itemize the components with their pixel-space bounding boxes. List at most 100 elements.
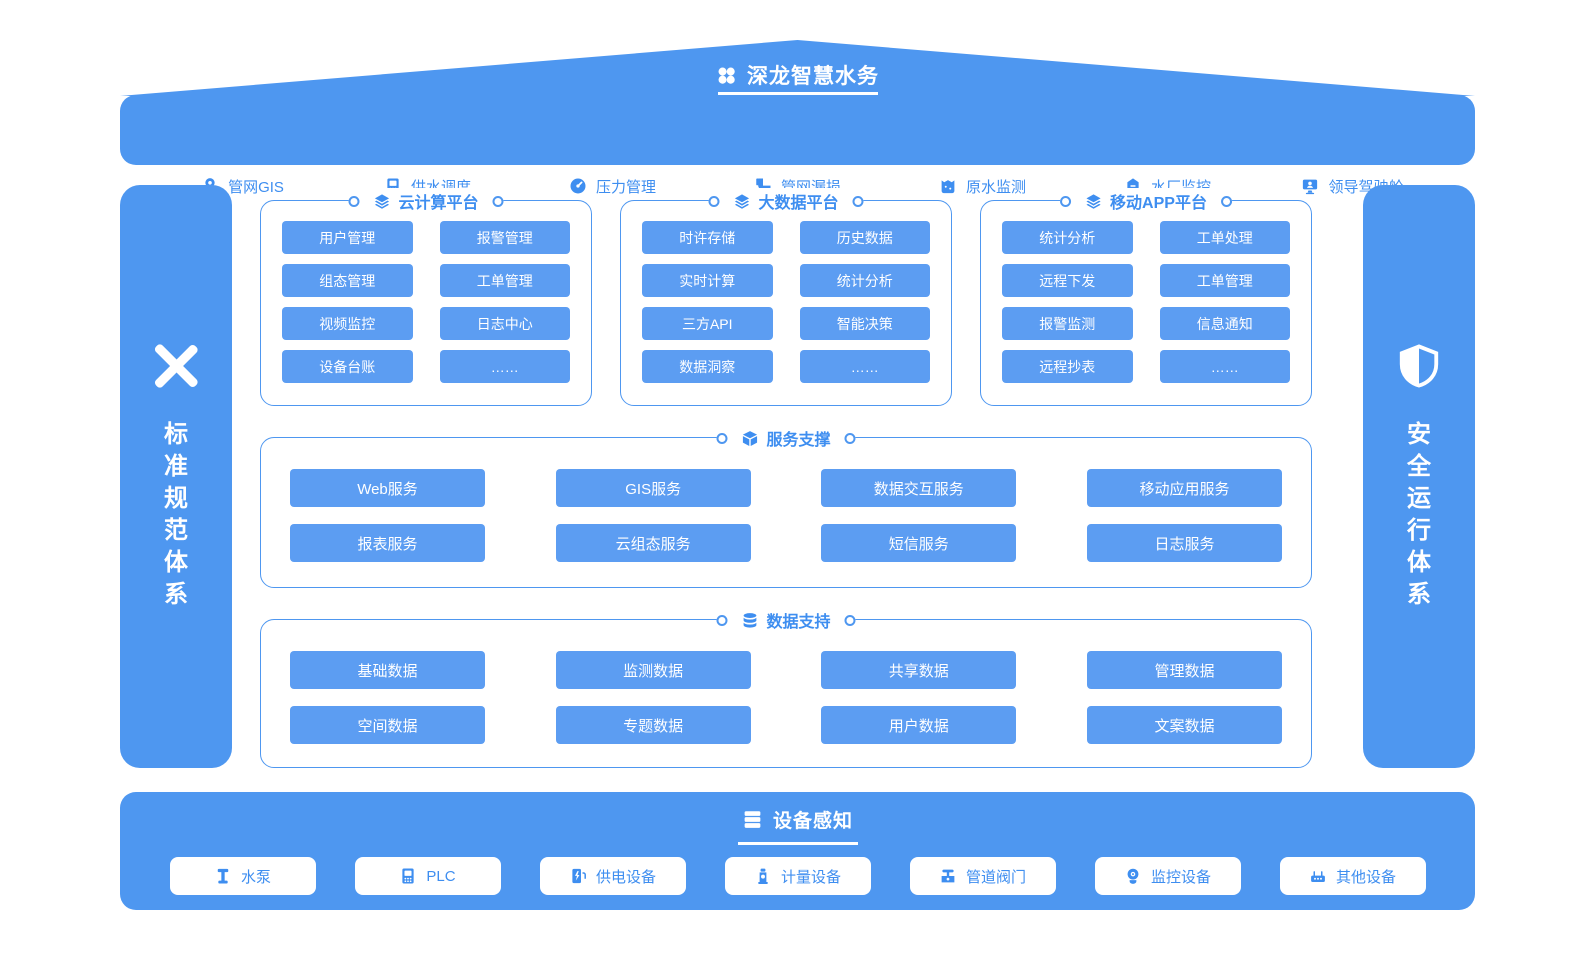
service-item-log-service[interactable]: 日志服务	[1086, 524, 1282, 562]
layers-icon	[1085, 193, 1102, 210]
device-button-pipe-valve[interactable]: 管道阀门	[909, 857, 1056, 895]
platform-item-realtime-computing[interactable]: 实时计算	[642, 264, 773, 297]
title-underline	[717, 92, 878, 95]
valve-icon	[939, 867, 957, 885]
device-button-power-supply[interactable]: 供电设备	[539, 857, 686, 895]
service-item-sms-service[interactable]: 短信服务	[821, 524, 1017, 562]
platform-item-scada-config[interactable]: 组态管理	[282, 264, 413, 297]
platform-item-user-management[interactable]: 用户管理	[282, 221, 413, 254]
title-underline	[737, 842, 858, 845]
section-title: 移动APP平台	[1110, 195, 1207, 212]
platform-item-history-data[interactable]: 历史数据	[799, 221, 930, 254]
platform-item-alarm-management[interactable]: 报警管理	[439, 221, 570, 254]
database-icon	[741, 612, 758, 629]
big-data-platform-box: 大数据平台 时许存储 历史数据 实时计算 统计分析 三方API 智能决策 数据洞…	[620, 188, 952, 406]
section-header: 数据支持	[716, 607, 856, 633]
platform-item-workorder-management[interactable]: 工单管理	[1159, 264, 1290, 297]
device-button-label: 其他设备	[1335, 868, 1396, 886]
device-button-label: PLC	[426, 867, 456, 885]
section-header: 服务支撑	[716, 425, 856, 451]
power-supply-icon	[569, 867, 587, 885]
platform-item-remote-dispatch[interactable]: 远程下发	[1002, 264, 1133, 297]
device-layer-header: 设备感知	[120, 806, 1475, 833]
data-items-grid: 基础数据 监测数据 共享数据 管理数据 空间数据 专题数据 用户数据 文案数据	[261, 620, 1311, 744]
platform-item-video-monitoring[interactable]: 视频监控	[282, 307, 413, 340]
section-header: 移动APP平台	[1060, 188, 1232, 214]
water-tank-icon	[939, 177, 957, 195]
sidebar-standards-system: 标准规范体系	[120, 185, 232, 768]
data-item-shared-data[interactable]: 共享数据	[821, 651, 1017, 689]
platform-item-message-notification[interactable]: 信息通知	[1159, 307, 1290, 340]
section-title: 大数据平台	[758, 195, 839, 212]
platform-item-thirdparty-api[interactable]: 三方API	[642, 307, 773, 340]
plc-device-icon	[399, 867, 417, 885]
device-button-label: 监控设备	[1150, 868, 1211, 886]
platform-item-workorder-management[interactable]: 工单管理	[439, 264, 570, 297]
platform-item-device-ledger[interactable]: 设备台账	[282, 350, 413, 383]
cloud-computing-platform-box: 云计算平台 用户管理 报警管理 组态管理 工单管理 视频监控 日志中心 设备台账…	[260, 188, 592, 406]
device-buttons-row: 水泵 PLC 供电设备 计量设备 管道阀门 监控设备	[120, 857, 1475, 895]
data-item-spatial-data[interactable]: 空间数据	[290, 706, 485, 744]
platform-item-alarm-monitoring[interactable]: 报警监测	[1002, 307, 1133, 340]
service-support-box: 服务支撑 Web服务 GIS服务 数据交互服务 移动应用服务 报表服务 云组态服…	[260, 425, 1312, 588]
sidebar-title: 安全运行体系	[1407, 421, 1431, 608]
connector-dot-icon	[852, 195, 864, 207]
ruler-pencil-icon	[153, 343, 199, 389]
platform-items-grid: 时许存储 历史数据 实时计算 统计分析 三方API 智能决策 数据洞察 ……	[621, 201, 951, 383]
platform-item-more[interactable]: ……	[1159, 350, 1290, 383]
device-button-plc[interactable]: PLC	[354, 857, 501, 895]
app-button-pressure-management[interactable]: 压力管理	[539, 167, 686, 205]
platform-item-workorder-processing[interactable]: 工单处理	[1159, 221, 1290, 254]
data-item-management-data[interactable]: 管理数据	[1086, 651, 1282, 689]
connector-dot-icon	[716, 432, 728, 444]
service-item-web-service[interactable]: Web服务	[290, 469, 485, 507]
connector-dot-icon	[1060, 195, 1072, 207]
device-button-other-device[interactable]: 其他设备	[1279, 857, 1426, 895]
platforms-row: 云计算平台 用户管理 报警管理 组态管理 工单管理 视频监控 日志中心 设备台账…	[260, 188, 1312, 406]
service-item-gis-service[interactable]: GIS服务	[555, 469, 751, 507]
service-item-mobile-app-service[interactable]: 移动应用服务	[1086, 469, 1282, 507]
platform-item-statistics-analysis[interactable]: 统计分析	[799, 264, 930, 297]
platform-item-remote-meter-reading[interactable]: 远程抄表	[1002, 350, 1133, 383]
section-header: 大数据平台	[708, 188, 864, 214]
platform-items-grid: 统计分析 工单处理 远程下发 工单管理 报警监测 信息通知 远程抄表 ……	[981, 201, 1311, 383]
service-items-grid: Web服务 GIS服务 数据交互服务 移动应用服务 报表服务 云组态服务 短信服…	[261, 438, 1311, 562]
layers-icon	[733, 193, 750, 210]
device-layer-title: 设备感知	[772, 811, 853, 832]
platform-item-log-center[interactable]: 日志中心	[439, 307, 570, 340]
camera-icon	[1124, 867, 1142, 885]
data-item-document-data[interactable]: 文案数据	[1086, 706, 1282, 744]
connector-dot-icon	[348, 195, 360, 207]
shield-icon	[1396, 343, 1442, 389]
device-button-metering-device[interactable]: 计量设备	[724, 857, 871, 895]
device-button-water-pump[interactable]: 水泵	[169, 857, 316, 895]
data-item-monitoring-data[interactable]: 监测数据	[555, 651, 751, 689]
device-button-label: 水泵	[240, 868, 271, 886]
platform-items-grid: 用户管理 报警管理 组态管理 工单管理 视频监控 日志中心 设备台账 ……	[261, 201, 591, 383]
service-item-report-service[interactable]: 报表服务	[290, 524, 485, 562]
platform-item-data-insight[interactable]: 数据洞察	[642, 350, 773, 383]
connector-dot-icon	[844, 432, 856, 444]
data-item-basic-data[interactable]: 基础数据	[290, 651, 485, 689]
pump-icon	[214, 867, 232, 885]
connector-dot-icon	[492, 195, 504, 207]
data-item-thematic-data[interactable]: 专题数据	[555, 706, 751, 744]
platform-item-more[interactable]: ……	[799, 350, 930, 383]
device-button-label: 管道阀门	[965, 868, 1026, 886]
gauge-icon	[569, 177, 587, 195]
top-roof-band: 深龙智慧水务 管网GIS 供水调度 压力管理 管网漏损	[120, 40, 1475, 205]
layers-icon	[373, 193, 390, 210]
connector-dot-icon	[1220, 195, 1232, 207]
service-item-data-exchange-service[interactable]: 数据交互服务	[821, 469, 1017, 507]
section-title: 服务支撑	[766, 432, 831, 449]
device-button-monitoring-device[interactable]: 监控设备	[1094, 857, 1241, 895]
platform-item-timeseries-storage[interactable]: 时许存储	[642, 221, 773, 254]
platform-item-statistics-analysis[interactable]: 统计分析	[1002, 221, 1133, 254]
other-device-icon	[1309, 867, 1327, 885]
data-item-user-data[interactable]: 用户数据	[821, 706, 1017, 744]
platform-item-more[interactable]: ……	[439, 350, 570, 383]
service-item-cloud-scada-service[interactable]: 云组态服务	[555, 524, 751, 562]
platform-item-intelligent-decision[interactable]: 智能决策	[799, 307, 930, 340]
app-button-raw-water-monitoring[interactable]: 原水监测	[909, 167, 1056, 205]
